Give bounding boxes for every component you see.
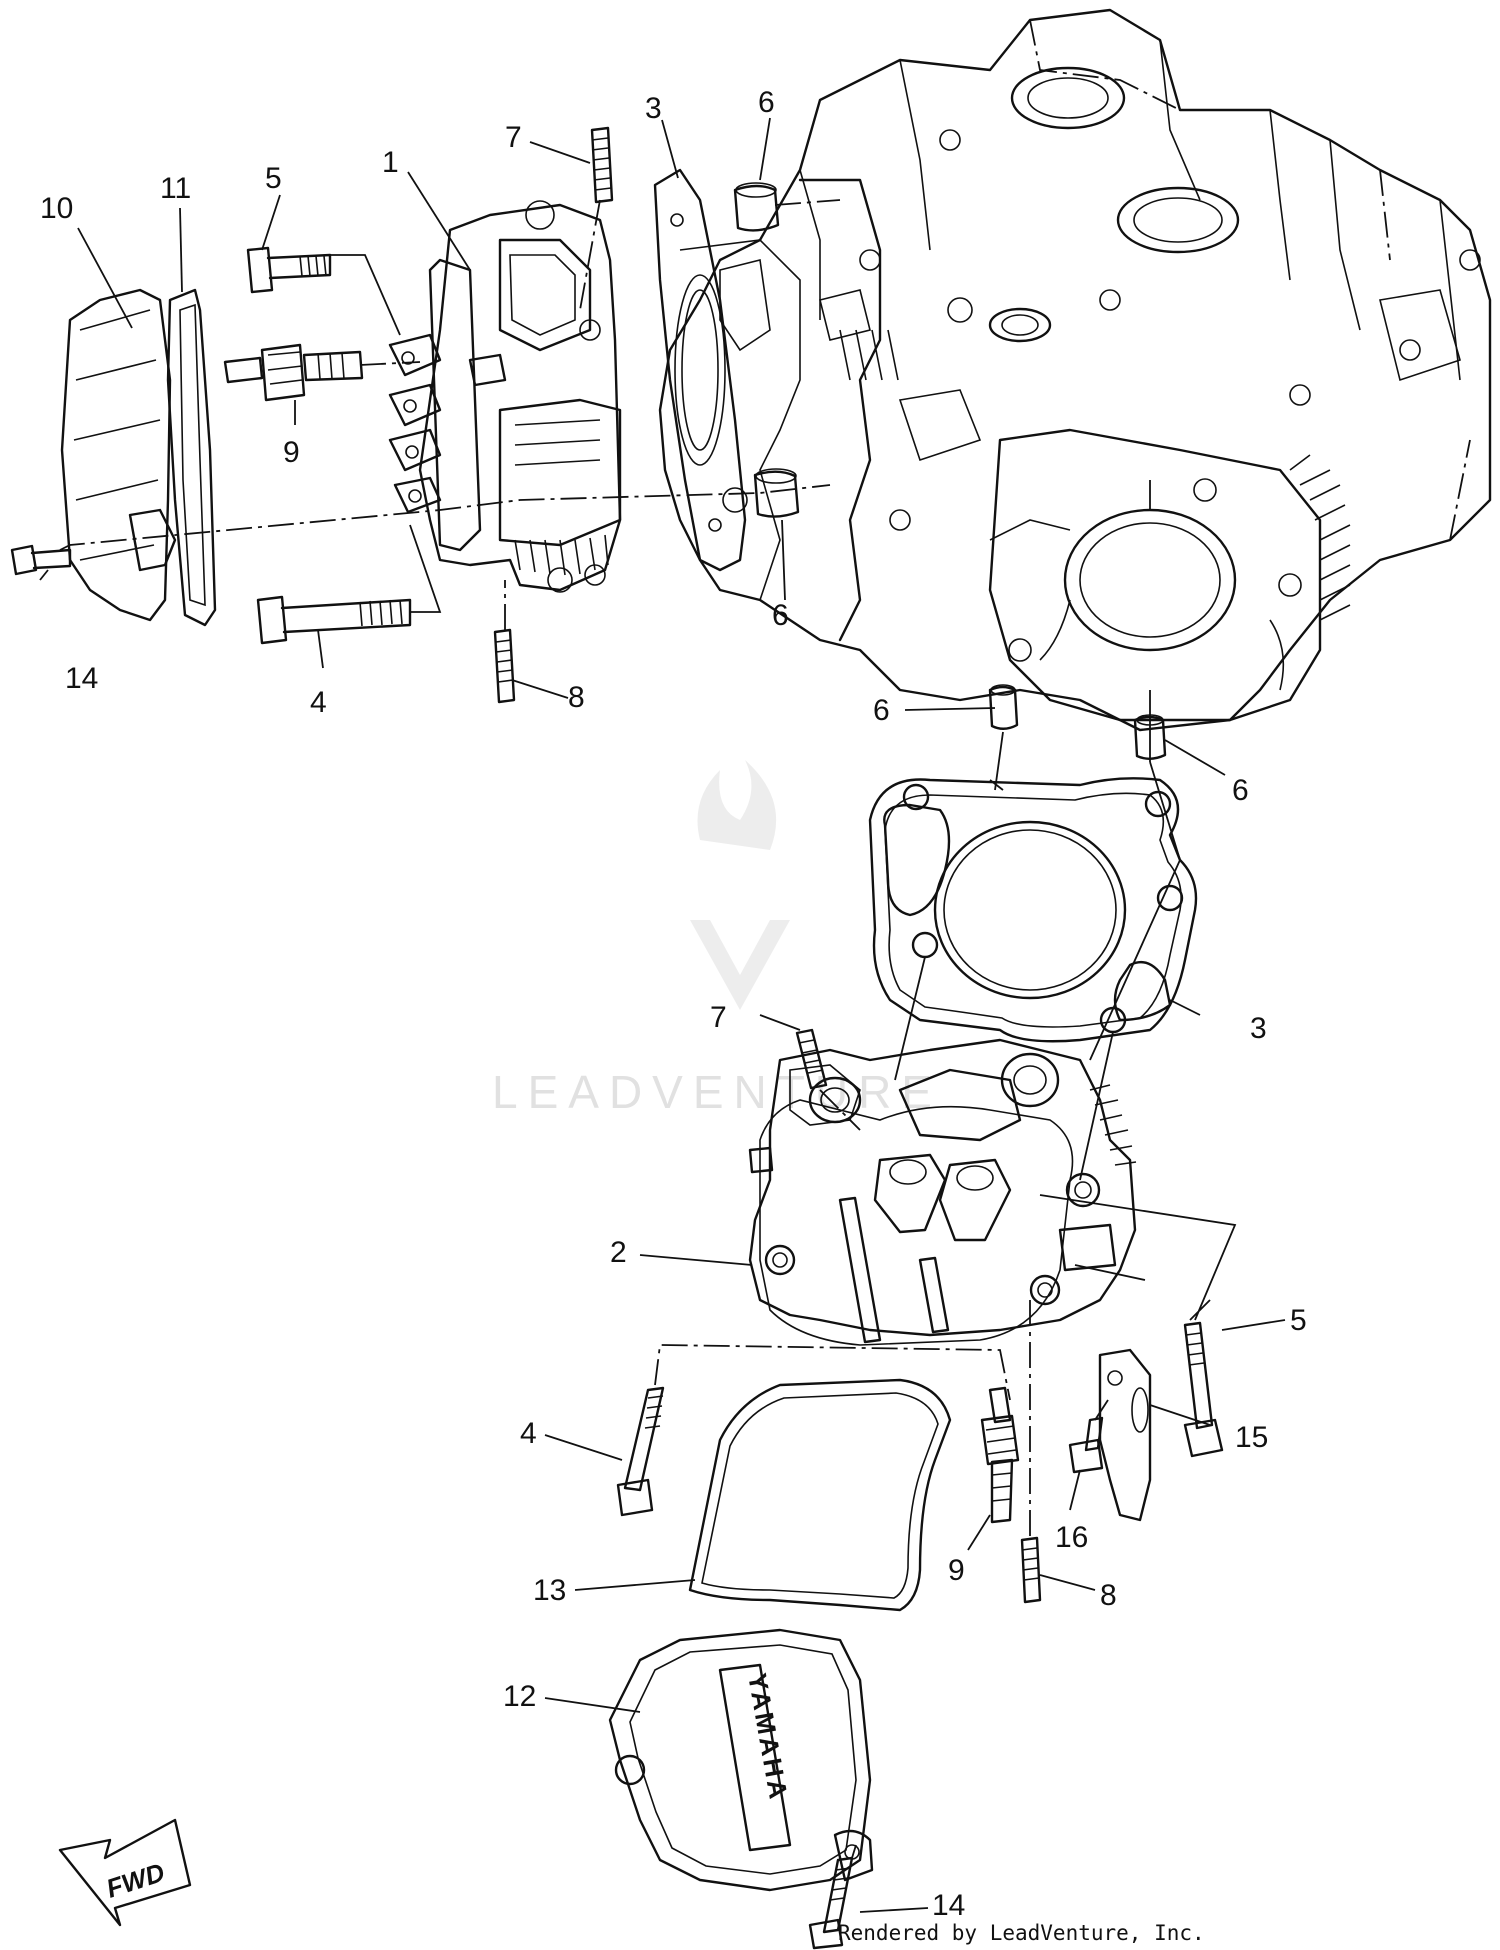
assembly-lines-lower xyxy=(654,761,1237,1859)
callout-7-upper: 7 xyxy=(505,121,522,154)
callout-8-upper: 8 xyxy=(568,681,585,714)
callout-12: 12 xyxy=(503,1680,536,1713)
valve-cover-gasket-side xyxy=(166,288,217,627)
callouts: 1 2 3 3 4 4 5 5 6 6 6 6 7 7 8 8 9 9 10 1… xyxy=(40,86,1307,1922)
callout-3-lower: 3 xyxy=(1250,1012,1267,1045)
valve-cover-side xyxy=(60,288,177,622)
cylinder-head-upper xyxy=(388,200,622,593)
callout-6-top: 6 xyxy=(758,86,775,119)
cylinder-head-lower xyxy=(748,1038,1137,1346)
callout-4-lower: 4 xyxy=(520,1417,537,1450)
callout-leaders xyxy=(39,117,1286,1913)
callout-14-upper: 14 xyxy=(65,662,98,695)
callout-6-mid: 6 xyxy=(772,599,789,632)
callout-5-lower: 5 xyxy=(1290,1304,1307,1337)
head-gasket-side xyxy=(653,168,747,572)
callout-6-lower-right: 6 xyxy=(1232,774,1249,807)
callout-6-lower-left: 6 xyxy=(873,694,890,727)
callout-5-upper: 5 xyxy=(265,162,282,195)
callout-2: 2 xyxy=(610,1236,627,1269)
cover-brand-text: YAMAHA xyxy=(742,1671,794,1804)
callout-11: 11 xyxy=(160,172,191,205)
callout-4-upper: 4 xyxy=(310,686,327,719)
assembly-lines-upper xyxy=(59,199,1151,791)
head-gasket-front xyxy=(868,777,1198,1043)
callout-7-lower: 7 xyxy=(710,1001,727,1034)
lower-fasteners xyxy=(616,1028,1224,1950)
callout-9-upper: 9 xyxy=(283,436,300,469)
callout-3-upper: 3 xyxy=(645,92,662,125)
callout-9-lower: 9 xyxy=(948,1554,965,1587)
upper-fasteners xyxy=(10,126,1167,760)
callout-16: 16 xyxy=(1055,1521,1088,1554)
callout-10: 10 xyxy=(40,192,73,225)
forward-arrow: FWD xyxy=(58,1818,192,1927)
crankcase xyxy=(658,8,1492,732)
callout-14-lower: 14 xyxy=(932,1889,965,1922)
credit-text: Rendered by LeadVenture, Inc. xyxy=(838,1921,1205,1945)
callout-1: 1 xyxy=(382,146,399,179)
callout-15: 15 xyxy=(1235,1421,1268,1454)
callout-13: 13 xyxy=(533,1574,566,1607)
callout-8-lower: 8 xyxy=(1100,1579,1117,1612)
fwd-label: FWD xyxy=(103,1857,169,1904)
valve-cover-gasket-front xyxy=(688,1378,952,1612)
valve-cover-front: YAMAHA xyxy=(608,1628,874,1892)
watermark-text: LEADVENTURE xyxy=(492,1066,942,1118)
